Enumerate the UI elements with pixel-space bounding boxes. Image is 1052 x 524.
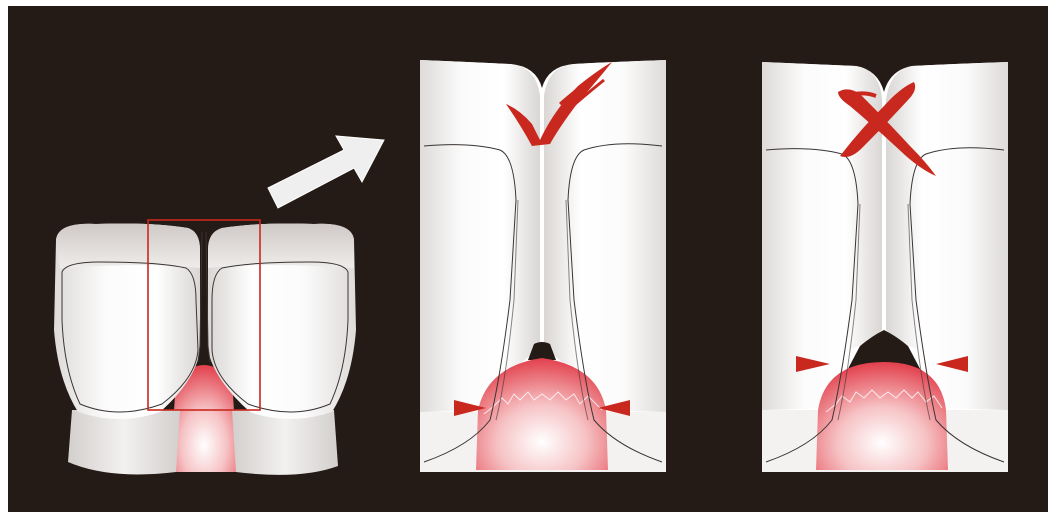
right-tooth-root <box>232 410 338 475</box>
correct-panel <box>420 50 666 472</box>
arrow-right-icon <box>268 136 384 208</box>
incorrect-panel <box>762 52 1008 472</box>
overview-panel <box>54 220 356 475</box>
left-tooth <box>420 60 540 412</box>
left-tooth-root <box>68 410 180 474</box>
right-crown-incisal <box>208 224 354 269</box>
left-crown-incisal <box>56 224 200 269</box>
